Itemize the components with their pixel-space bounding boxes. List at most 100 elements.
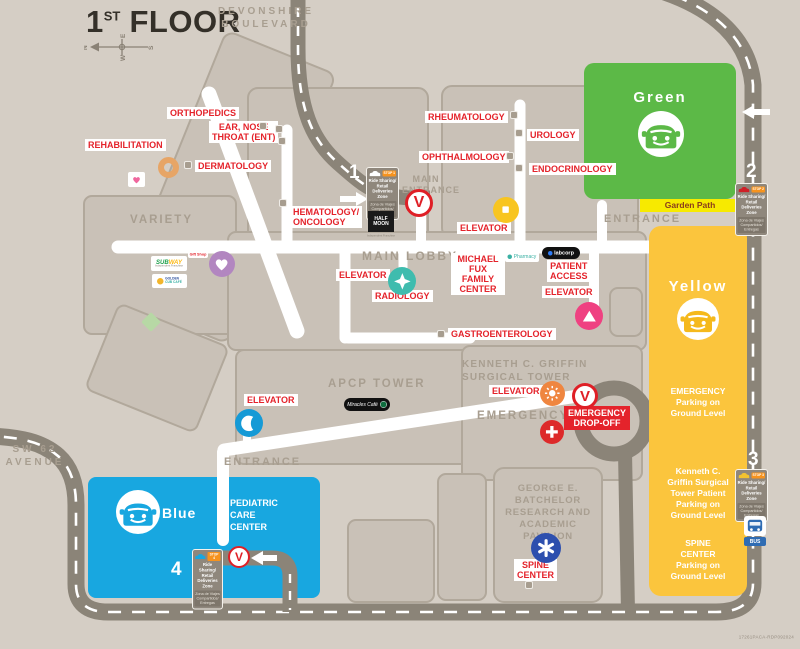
spine-parking-text: SPINE CENTER Parking on Ground Level bbox=[670, 538, 726, 582]
building-shape bbox=[86, 304, 228, 432]
wayfinding-icon bbox=[184, 161, 192, 169]
stop-number-4: 4 bbox=[171, 559, 182, 580]
elevator-sun-icon bbox=[540, 381, 565, 406]
green-lot-name: Green bbox=[633, 89, 687, 106]
building-shape bbox=[437, 473, 487, 601]
elevator-triangle-icon bbox=[575, 302, 603, 330]
elevator-star-icon bbox=[388, 267, 416, 295]
miracles-cafe-chip: Miracles Café bbox=[344, 398, 390, 411]
labcorp-dot-icon bbox=[548, 250, 553, 256]
label-dermatology: DERMATOLOGY bbox=[195, 160, 272, 173]
wayfinding-icon bbox=[525, 581, 533, 589]
bear-icon bbox=[157, 277, 164, 285]
svg-text:S: S bbox=[148, 45, 155, 50]
gift-shop-heart-icon bbox=[209, 251, 235, 277]
rideshare-car-icon bbox=[195, 554, 206, 560]
rideshare-car-icon bbox=[738, 187, 750, 193]
rideshare-sign-2: STOP 2 Ride Sharing/ Retail Deliveries Z… bbox=[735, 183, 768, 236]
label-spine-center: SPINE CENTER bbox=[514, 559, 558, 582]
pharmacy-chip: Pharmacy bbox=[505, 251, 539, 262]
building-shape bbox=[347, 519, 435, 603]
starbucks-icon bbox=[379, 401, 387, 408]
arrow-left-icon bbox=[742, 105, 770, 119]
stop-number-3: 3 bbox=[748, 449, 759, 470]
street-devonshire: DEVONSHIRE BOULEVARD bbox=[217, 6, 315, 30]
label-orthopedics: ORTHOPEDICS bbox=[167, 107, 240, 120]
wayfinding-icon bbox=[506, 152, 514, 160]
compass-icon: N E W S bbox=[84, 34, 155, 61]
half-moon-sub: Independent Franchise bbox=[366, 234, 396, 238]
label-elevator-apcp: ELEVATOR bbox=[244, 394, 298, 407]
main-entrance-road bbox=[290, 0, 430, 206]
svg-text:N: N bbox=[84, 45, 89, 50]
building-shape bbox=[609, 287, 643, 337]
spine-asterisk-icon bbox=[531, 533, 561, 563]
label-griffin-tower: KENNETH C. GRIFFIN SURGICAL TOWER bbox=[462, 359, 588, 383]
bus-icon bbox=[744, 516, 766, 536]
label-main-entrance: MAIN ENTRANCE bbox=[402, 174, 461, 196]
page-title: 1ST FLOOR bbox=[86, 4, 241, 39]
svg-text:W: W bbox=[120, 54, 127, 61]
label-urology: UROLOGY bbox=[527, 129, 579, 142]
car-icon bbox=[677, 298, 719, 340]
label-ophthalmology: OPHTHALMOLOGY bbox=[419, 151, 509, 164]
wayfinding-icon bbox=[515, 164, 523, 172]
label-apcp-tower: APCP TOWER bbox=[328, 378, 426, 390]
road-arrows bbox=[340, 105, 770, 206]
label-endocrinology: ENDOCRINOLOGY bbox=[529, 163, 616, 176]
rideshare-sign-4: STOP 4 Ride Sharing/ Retail Deliveries Z… bbox=[192, 549, 223, 610]
street-sw62: SW 62 AVENUE bbox=[5, 444, 65, 468]
rideshare-car-icon bbox=[369, 171, 381, 177]
griffin-parking-text: Kenneth C. Griffin Surgical Tower Patien… bbox=[667, 466, 729, 521]
label-variety: VARIETY bbox=[130, 214, 193, 226]
pharmacy-icon bbox=[507, 254, 513, 259]
plate-code: 17261PACA-RDP092024 bbox=[738, 634, 794, 640]
valet-icon: V bbox=[228, 546, 250, 568]
label-emergency-drop-off: EMERGENCY DROP-OFF bbox=[564, 406, 631, 431]
label-emergency: EMERGENCY bbox=[477, 410, 570, 422]
green-parking-lot: Green bbox=[584, 63, 736, 199]
valet-icon: V bbox=[572, 383, 598, 409]
half-moon-chip: HALF MOON bbox=[368, 211, 394, 232]
label-elevator-main: ELEVATOR bbox=[336, 269, 390, 282]
label-michael-fux: MICHAEL FUX FAMILY CENTER bbox=[451, 253, 505, 296]
yellow-lot-name: Yellow bbox=[668, 278, 728, 295]
elevator-moon-icon bbox=[235, 409, 263, 437]
label-hematology-oncology: HEMATOLOGY/ ONCOLOGY bbox=[290, 206, 363, 229]
label-elevator-lobby: ELEVATOR bbox=[457, 222, 511, 235]
rideshare-car-icon bbox=[738, 473, 750, 479]
wayfinding-icon bbox=[510, 111, 518, 119]
bus-label: BUS bbox=[744, 537, 766, 546]
label-gastroenterology: GASTROENTEROLOGY bbox=[448, 328, 556, 341]
label-elevator-griffin: ELEVATOR bbox=[489, 385, 543, 398]
pediatric-care-center-label: PEDIATRIC CARE CENTER bbox=[230, 498, 278, 533]
label-rehabilitation: REHABILITATION bbox=[85, 139, 166, 152]
roundabout-stub-road bbox=[618, 451, 635, 613]
label-main-lobby: MAIN LOBBY bbox=[362, 249, 458, 263]
emergency-cross-icon bbox=[540, 420, 564, 444]
elevator-square-icon bbox=[493, 197, 519, 223]
label-patient-access: PATIENT ACCESS bbox=[547, 260, 591, 283]
subway-chip: SUBWAY Independent Franchise bbox=[151, 256, 187, 271]
wayfinding-icon bbox=[275, 125, 283, 133]
label-rheumatology: RHEUMATOLOGY bbox=[425, 111, 508, 124]
car-icon bbox=[638, 111, 684, 157]
garden-path-label: Garden Path bbox=[664, 200, 716, 211]
heart-chip-icon bbox=[128, 172, 145, 187]
stop-number-1: 1 bbox=[349, 162, 360, 183]
yellow-parking-lot: Yellow EMERGENCY Parking on Ground Level… bbox=[649, 226, 747, 596]
gift-shop-chip: Gift Shop bbox=[188, 250, 208, 258]
valet-icon: V bbox=[405, 189, 433, 217]
arrow-right-icon bbox=[340, 192, 368, 206]
car-icon bbox=[116, 490, 160, 534]
wayfinding-icon bbox=[515, 129, 523, 137]
wayfinding-icon bbox=[259, 122, 267, 130]
labcorp-chip: labcorp bbox=[542, 247, 580, 259]
wayfinding-icon bbox=[278, 137, 286, 145]
label-entrance-pediatric: ENTRANCE bbox=[224, 456, 302, 468]
svg-text:E: E bbox=[120, 34, 127, 38]
label-radiology: RADIOLOGY bbox=[372, 290, 433, 303]
wayfinding-icon bbox=[437, 330, 445, 338]
